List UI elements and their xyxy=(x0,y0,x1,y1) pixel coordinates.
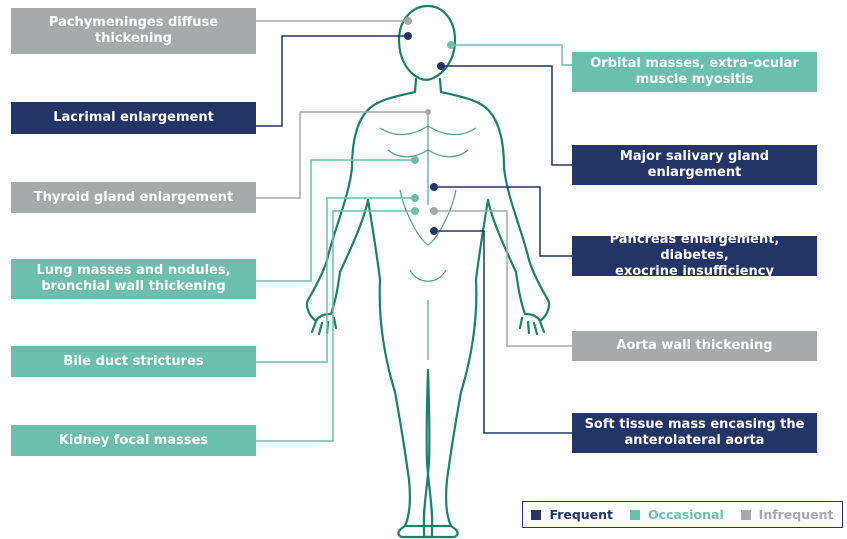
label-soft-tissue: Soft tissue mass encasing the anterolate… xyxy=(572,413,817,453)
label-salivary: Major salivary gland enlargement xyxy=(572,145,817,185)
connector-lung xyxy=(256,159,415,282)
connector-aorta xyxy=(434,210,572,347)
organ-dots xyxy=(404,17,455,235)
dot-soft-tissue xyxy=(430,227,438,235)
dot-pancreas xyxy=(430,183,438,191)
dot-kidney xyxy=(411,207,419,215)
connector-pancreas xyxy=(434,186,572,257)
legend-item-occasional: Occasional xyxy=(629,507,724,522)
legend-item-frequent: Frequent xyxy=(531,507,613,522)
legend-label-frequent: Frequent xyxy=(549,507,614,522)
label-aorta: Aorta wall thickening xyxy=(572,331,817,361)
legend: Frequent Occasional Infrequent xyxy=(522,501,843,528)
dot-orbital xyxy=(447,41,455,49)
dot-pachymeninges xyxy=(404,17,412,25)
connector-thyroid xyxy=(256,111,428,199)
label-lacrimal: Lacrimal enlargement xyxy=(11,102,256,134)
dot-lung xyxy=(411,156,419,164)
legend-label-infrequent: Infrequent xyxy=(758,507,834,522)
legend-label-occasional: Occasional xyxy=(647,507,724,522)
dot-bile-duct xyxy=(411,194,419,202)
label-bile-duct: Bile duct strictures xyxy=(11,346,256,377)
connector-lacrimal xyxy=(256,35,408,127)
label-orbital: Orbital masses, extra-ocular muscle myos… xyxy=(572,52,817,92)
connector-orbital xyxy=(451,44,572,66)
label-kidney: Kidney focal masses xyxy=(11,425,256,456)
legend-swatch-frequent xyxy=(531,509,542,520)
label-lung: Lung masses and nodules, bronchial wall … xyxy=(11,259,256,299)
human-body-outline xyxy=(305,4,551,539)
connector-bile-duct xyxy=(256,197,415,363)
dot-aorta xyxy=(430,207,438,215)
connector-salivary xyxy=(441,65,572,166)
connector-soft-tissue xyxy=(434,230,572,434)
dot-salivary xyxy=(437,62,445,70)
label-pachymeninges: Pachymeninges diffuse thickening xyxy=(11,8,256,54)
dot-thyroid xyxy=(425,109,431,115)
body-detail-lines xyxy=(379,110,477,360)
legend-swatch-occasional xyxy=(629,509,640,520)
label-thyroid: Thyroid gland enlargement xyxy=(11,182,256,213)
label-pancreas: Pancreas enlargement, diabetes, exocrine… xyxy=(572,232,817,279)
dot-lacrimal xyxy=(404,32,412,40)
connector-lines xyxy=(256,20,572,442)
legend-item-infrequent: Infrequent xyxy=(740,507,834,522)
connector-kidney xyxy=(256,210,415,442)
legend-swatch-infrequent xyxy=(740,509,751,520)
